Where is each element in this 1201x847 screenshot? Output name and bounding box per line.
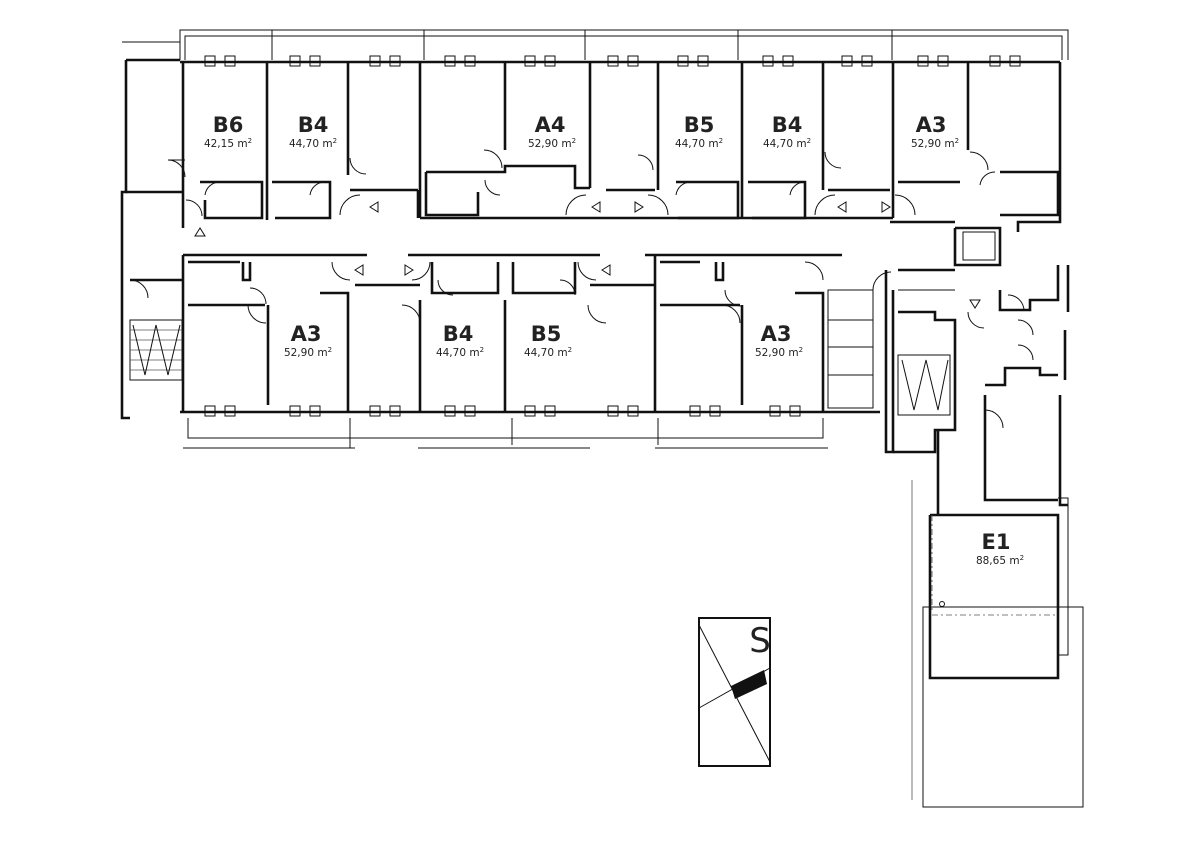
unit-label-a3-bottom-left: A3 52,90 m2	[284, 322, 332, 359]
unit-label-a3-bottom-right: A3 52,90 m2	[755, 322, 803, 359]
svg-text:44,70 m2: 44,70 m2	[436, 346, 484, 359]
svg-text:A3: A3	[916, 113, 947, 137]
svg-text:B5: B5	[684, 113, 715, 137]
unit-label-b4-bottom: B4 44,70 m2	[436, 322, 484, 359]
unit-label-b5-bottom: B5 44,70 m2	[524, 322, 572, 359]
corridor-arrows	[194, 201, 981, 309]
unit-label-b5-top: B5 44,70 m2	[675, 113, 723, 150]
svg-text:E1: E1	[982, 530, 1011, 554]
door-swings	[167, 149, 1034, 429]
compass-marker: S	[698, 617, 771, 767]
top-apartments	[126, 62, 1060, 228]
unit-label-b6-top: B6 42,15 m2	[204, 113, 252, 150]
svg-text:52,90 m2: 52,90 m2	[284, 346, 332, 359]
unit-label-a4-top: A4 52,90 m2	[528, 113, 576, 150]
svg-text:52,90 m2: 52,90 m2	[755, 346, 803, 359]
north-arrow-icon	[731, 670, 767, 699]
bottom-apartments	[181, 253, 874, 412]
left-staircase	[129, 279, 183, 381]
svg-text:52,90 m2: 52,90 m2	[528, 137, 576, 150]
svg-text:B4: B4	[298, 113, 329, 137]
unit-label-b4-top-right: B4 44,70 m2	[763, 113, 811, 150]
svg-text:A3: A3	[761, 322, 792, 346]
svg-text:B4: B4	[443, 322, 474, 346]
svg-text:S: S	[749, 621, 771, 661]
svg-text:A4: A4	[535, 113, 566, 137]
svg-text:B6: B6	[213, 113, 244, 137]
svg-text:44,70 m2: 44,70 m2	[675, 137, 723, 150]
svg-text:44,70 m2: 44,70 m2	[763, 137, 811, 150]
svg-text:B4: B4	[772, 113, 803, 137]
svg-text:42,15 m2: 42,15 m2	[204, 137, 252, 150]
bottom-windows	[204, 405, 801, 417]
svg-text:44,70 m2: 44,70 m2	[524, 346, 572, 359]
svg-text:88,65 m2: 88,65 m2	[976, 554, 1024, 567]
unit-label-a3-top: A3 52,90 m2	[911, 113, 959, 150]
e1-block	[911, 480, 1084, 808]
svg-text:44,70 m2: 44,70 m2	[289, 137, 337, 150]
bottom-balcony	[183, 418, 828, 449]
top-balcony	[122, 29, 1069, 60]
svg-text:52,90 m2: 52,90 m2	[911, 137, 959, 150]
svg-text:B5: B5	[531, 322, 562, 346]
unit-label-b4-top-left: B4 44,70 m2	[289, 113, 337, 150]
top-windows	[204, 55, 1021, 67]
svg-text:A3: A3	[291, 322, 322, 346]
unit-label-e1: E1 88,65 m2	[976, 530, 1024, 567]
right-core	[884, 226, 1070, 515]
outer-walls	[120, 58, 1062, 420]
